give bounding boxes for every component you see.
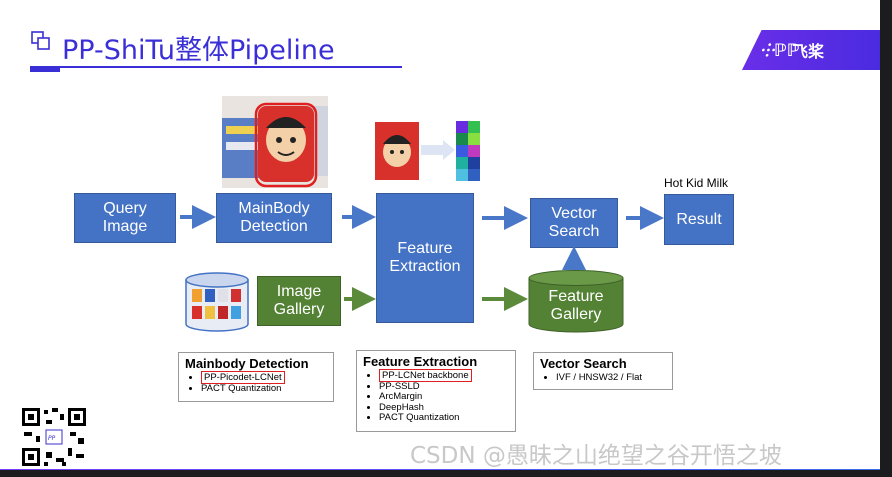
card-item: PACT Quantization <box>379 412 515 424</box>
title-underline-accent <box>30 66 60 72</box>
query-image-box: Query Image <box>74 193 176 243</box>
copy-icon <box>31 31 50 50</box>
bottom-accent-line <box>0 469 880 470</box>
result-label: Hot Kid Milk <box>664 176 729 190</box>
card-title: Mainbody Detection <box>185 356 309 371</box>
feature-gallery-cylinder <box>528 270 624 333</box>
highlighted-item: PP-LCNet backbone <box>379 369 472 382</box>
highlighted-item: PP-Picodet-LCNet <box>201 371 285 384</box>
card-item: PP-SSLD <box>379 381 515 393</box>
title-underline <box>30 66 402 68</box>
card-vector-search: Vector Search IVF / HNSW32 / Flat <box>533 352 673 390</box>
right-border <box>880 0 892 477</box>
svg-text:PP: PP <box>48 435 56 442</box>
feature-gallery-label: Feature Gallery <box>548 288 604 323</box>
watermark: CSDN @愚昧之山绝望之谷开悟之坡 <box>410 443 782 469</box>
gallery-cylinder <box>185 272 249 332</box>
card-feature-extraction: Feature Extraction PP-LCNet backbone PP-… <box>356 350 516 432</box>
logo-text: 飞桨 <box>792 42 825 61</box>
flow-arrows <box>180 205 664 311</box>
card-title: Vector Search <box>540 356 627 371</box>
card-item: ArcMargin <box>379 391 515 403</box>
feature-arrow <box>421 140 455 160</box>
logo-band <box>742 30 880 70</box>
image-gallery-box: Image Gallery <box>257 276 341 326</box>
can-crop <box>375 122 419 180</box>
card-title: Feature Extraction <box>363 354 478 369</box>
feature-extraction-box: Feature Extraction <box>376 193 474 323</box>
slide-title: PP-ShiTu整体Pipeline <box>62 35 335 66</box>
can-photo <box>222 96 328 188</box>
card-item: IVF / HNSW32 / Flat <box>556 372 672 384</box>
paddle-logo-icon: ⸭ℙℙ <box>760 41 800 61</box>
feature-heatmap <box>456 121 480 181</box>
qr-code: PP <box>20 406 88 468</box>
card-mainbody-detection: Mainbody Detection PP-Picodet-LCNet PACT… <box>178 352 334 402</box>
card-item: DeepHash <box>379 402 515 414</box>
card-item: PP-LCNet backbone <box>379 369 515 382</box>
mainbody-detection-box: MainBody Detection <box>216 193 332 243</box>
card-item: PACT Quantization <box>201 383 333 395</box>
result-box: Result <box>664 194 734 245</box>
card-item: PP-Picodet-LCNet <box>201 371 333 384</box>
slide: PP-ShiTu整体Pipeline ⸭ℙℙ 飞桨 <box>0 0 880 470</box>
